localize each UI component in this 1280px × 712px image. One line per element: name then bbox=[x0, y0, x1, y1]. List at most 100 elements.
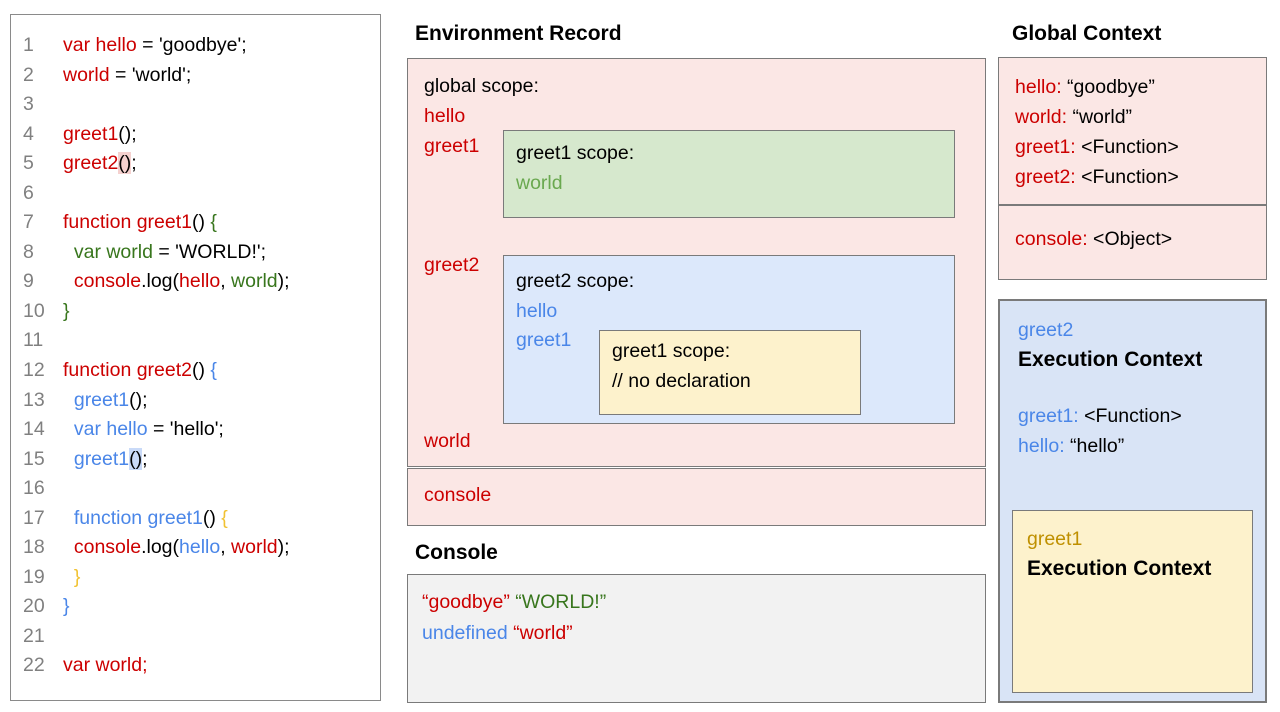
line-number: 9 bbox=[23, 270, 34, 293]
text-segment: console: bbox=[1015, 228, 1088, 250]
line-number: 19 bbox=[23, 565, 45, 588]
text-segment: ); bbox=[277, 270, 290, 293]
global-scope-label: global scope: bbox=[424, 75, 539, 97]
text-segment: <Function> bbox=[1075, 166, 1179, 188]
greet1-execution-context-box: greet1 Execution Context bbox=[1012, 510, 1253, 693]
code-line: 17 function greet1() { bbox=[23, 504, 380, 534]
text-segment: } bbox=[73, 565, 81, 588]
text-segment: = 'world'; bbox=[109, 63, 192, 86]
text-line: greet2: <Function> bbox=[1015, 162, 1266, 192]
text-segment: .log( bbox=[141, 536, 179, 559]
text-segment bbox=[63, 270, 74, 292]
greet2-scope-member-hello: hello bbox=[516, 300, 558, 322]
text-segment: “goodbye” bbox=[422, 591, 510, 613]
text-line: greet1: <Function> bbox=[1018, 401, 1182, 431]
text-segment: ); bbox=[277, 536, 290, 559]
text-line: undefined “world” bbox=[422, 618, 985, 649]
line-number: 5 bbox=[23, 152, 34, 175]
text-segment: world: bbox=[1015, 106, 1068, 128]
line-number: 4 bbox=[23, 122, 34, 145]
text-segment: ; bbox=[142, 447, 148, 470]
text-segment: function greet1 bbox=[73, 506, 203, 529]
text-segment: var world; bbox=[63, 654, 148, 677]
console-output-box: “goodbye” “WORLD!”undefined “world” bbox=[407, 574, 986, 703]
text-segment: “hello” bbox=[1064, 435, 1125, 457]
line-number: 12 bbox=[23, 359, 45, 382]
text-segment: var world bbox=[73, 240, 153, 263]
text-segment: { bbox=[210, 359, 217, 382]
text-line: hello: “hello” bbox=[1018, 431, 1182, 461]
text-segment: <Object> bbox=[1087, 228, 1173, 250]
env-member-hello: hello bbox=[424, 105, 466, 127]
text-segment: greet2: bbox=[1015, 166, 1076, 188]
text-segment: .log( bbox=[141, 270, 179, 293]
greet2-execution-context-entries: greet1: <Function>hello: “hello” bbox=[1018, 401, 1182, 461]
greet1-execution-context-title: Execution Context bbox=[1027, 557, 1212, 580]
text-line: console: <Object> bbox=[1015, 224, 1266, 254]
text-segment: { bbox=[221, 506, 228, 529]
text-segment bbox=[63, 566, 74, 588]
text-segment: ; bbox=[131, 152, 137, 175]
text-segment: , bbox=[220, 536, 232, 559]
code-line: 6 bbox=[23, 179, 380, 209]
greet2-execution-context-box: greet2 Execution Context greet1: <Functi… bbox=[998, 299, 1267, 703]
greet2-scope-box: greet2 scope: hello greet1 greet1 scope:… bbox=[503, 255, 955, 424]
code-line: 21 bbox=[23, 622, 380, 652]
text-segment bbox=[63, 389, 74, 411]
greet1-scope-member-world: world bbox=[516, 172, 563, 194]
greet1-scope-box: greet1 scope: world bbox=[503, 130, 955, 218]
text-line: world: “world” bbox=[1015, 102, 1266, 132]
text-segment: console bbox=[73, 536, 142, 559]
code-line: 18 console.log(hello, world); bbox=[23, 533, 380, 563]
text-segment: var hello bbox=[73, 418, 148, 441]
code-line: 8 var world = 'WORLD!'; bbox=[23, 238, 380, 268]
console-title: Console bbox=[415, 541, 498, 564]
text-segment: “WORLD!” bbox=[515, 591, 607, 613]
line-number: 16 bbox=[23, 477, 45, 500]
line-number: 7 bbox=[23, 211, 34, 234]
text-line: “goodbye” “WORLD!” bbox=[422, 587, 985, 618]
text-segment: { bbox=[210, 211, 217, 234]
line-number: 15 bbox=[23, 447, 45, 470]
line-number: 8 bbox=[23, 240, 34, 263]
text-segment: } bbox=[63, 595, 70, 618]
greet2-scope-member-greet1: greet1 bbox=[516, 329, 572, 351]
text-segment: world bbox=[63, 63, 110, 86]
text-segment: () bbox=[118, 152, 132, 175]
code-line: 3 bbox=[23, 90, 380, 120]
no-declaration-comment: // no declaration bbox=[612, 370, 751, 392]
text-segment: (); bbox=[129, 388, 148, 411]
env-member-world: world bbox=[424, 430, 471, 452]
text-segment: hello bbox=[179, 270, 221, 293]
text-segment: = 'WORLD!'; bbox=[152, 240, 267, 263]
text-segment: <Function> bbox=[1078, 405, 1182, 427]
line-number: 2 bbox=[23, 63, 34, 86]
text-segment: hello: bbox=[1018, 435, 1065, 457]
line-number: 11 bbox=[23, 329, 44, 352]
text-segment: greet1: bbox=[1018, 405, 1079, 427]
code-line: 15 greet1(); bbox=[23, 445, 380, 475]
line-number: 17 bbox=[23, 506, 45, 529]
text-segment: () bbox=[192, 211, 211, 234]
code-line: 2 world = 'world'; bbox=[23, 61, 380, 91]
text-segment bbox=[63, 536, 74, 558]
console-member-box: console bbox=[407, 468, 986, 526]
text-segment: greet1 bbox=[73, 447, 130, 470]
greet2-execution-context-title: Execution Context bbox=[1018, 348, 1203, 371]
line-number: 18 bbox=[23, 536, 45, 559]
text-segment: greet1: bbox=[1015, 136, 1076, 158]
text-segment: } bbox=[63, 299, 70, 322]
line-number: 3 bbox=[23, 93, 34, 116]
text-segment: world bbox=[231, 536, 278, 559]
text-segment: () bbox=[202, 506, 222, 529]
text-segment bbox=[63, 507, 74, 529]
text-segment: () bbox=[192, 359, 211, 382]
text-segment: hello bbox=[179, 536, 221, 559]
global-scope-box: global scope: hello greet1 greet1 scope:… bbox=[407, 58, 986, 467]
text-segment: console bbox=[73, 270, 142, 293]
